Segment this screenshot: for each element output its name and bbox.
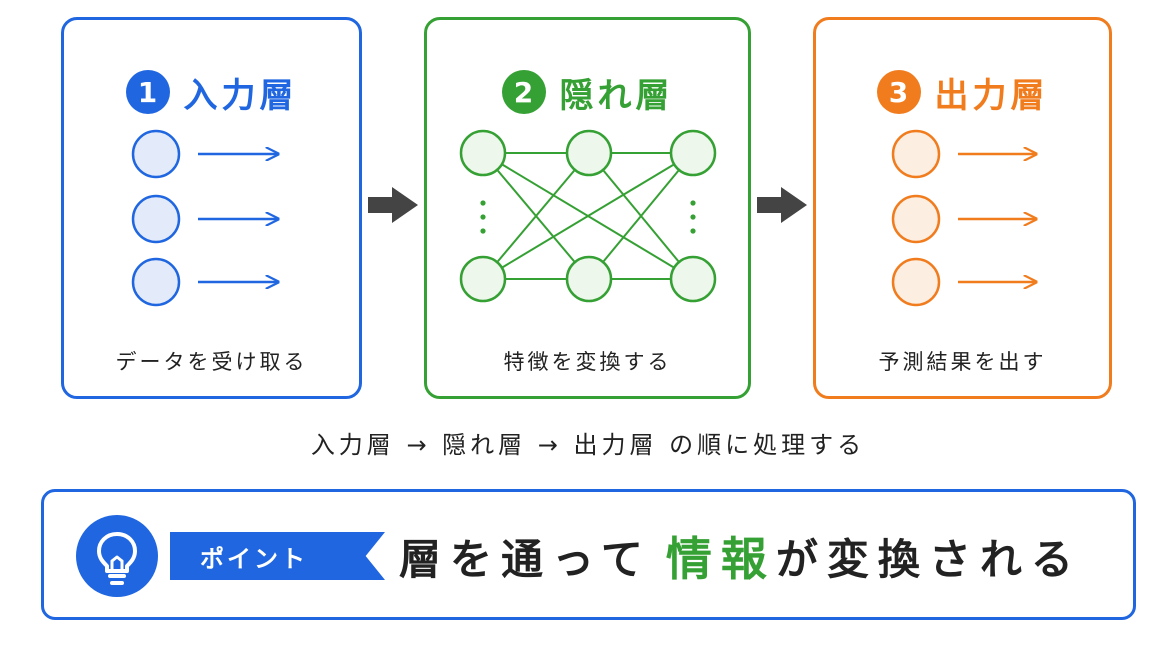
- step-badge-1: 1: [125, 70, 170, 114]
- output-nodes-diagram: [891, 129, 1115, 307]
- step-badge-3: 3: [876, 70, 921, 114]
- flow-arrow-icon: [368, 187, 418, 223]
- input-node-2: [131, 194, 278, 244]
- hidden-layer-title: 隠れ層: [559, 75, 674, 116]
- hidden-network-diagram: [459, 129, 717, 303]
- flow-arrow-icon: [757, 187, 807, 223]
- hidden-layer-caption: 特徴を変換する: [503, 350, 672, 374]
- hidden-node-a2: [459, 255, 507, 303]
- input-layer-title: 入力層: [183, 75, 298, 116]
- lightbulb-icon: [76, 515, 158, 597]
- input-layer-caption: データを受け取る: [115, 350, 308, 374]
- output-layer-header: 3 出力層: [816, 68, 1109, 116]
- point-message: 層を通って 情報 が変換される: [399, 524, 1082, 588]
- input-node-1: [131, 129, 278, 179]
- input-node-3: [131, 257, 278, 307]
- hidden-node-c1: [669, 129, 717, 177]
- point-box: ポイント 層を通って 情報 が変換される: [41, 489, 1136, 620]
- ellipsis-dots: [480, 200, 696, 234]
- hidden-node-b1: [565, 129, 613, 177]
- input-layer-header: 1 入力層: [64, 68, 359, 116]
- output-node-1: [891, 129, 1036, 179]
- hidden-node-a1: [459, 129, 507, 177]
- input-layer-panel: 1 入力層 データを受け取る: [61, 17, 362, 399]
- output-layer-caption: 予測結果を出す: [878, 350, 1047, 374]
- flow-summary-text: 入力層 → 隠れ層 → 出力層 の順に処理する: [310, 431, 866, 459]
- point-label-ribbon: ポイント: [170, 532, 385, 580]
- hidden-node-c2: [669, 255, 717, 303]
- hidden-node-b2: [565, 255, 613, 303]
- message-part-1: 層を通って: [399, 534, 652, 584]
- message-highlight: 情報: [665, 532, 776, 586]
- input-nodes-diagram: [131, 129, 365, 307]
- message-part-2: が変換される: [775, 534, 1082, 584]
- output-layer-title: 出力層: [934, 75, 1049, 116]
- hidden-layer-panel: 2 隠れ層 特徴を変換する: [424, 17, 751, 399]
- output-node-2: [891, 194, 1036, 244]
- output-layer-panel: 3 出力層 予測結果を出す: [813, 17, 1112, 399]
- output-node-3: [891, 257, 1036, 307]
- hidden-layer-header: 2 隠れ層: [427, 68, 748, 116]
- step-badge-2: 2: [501, 70, 546, 114]
